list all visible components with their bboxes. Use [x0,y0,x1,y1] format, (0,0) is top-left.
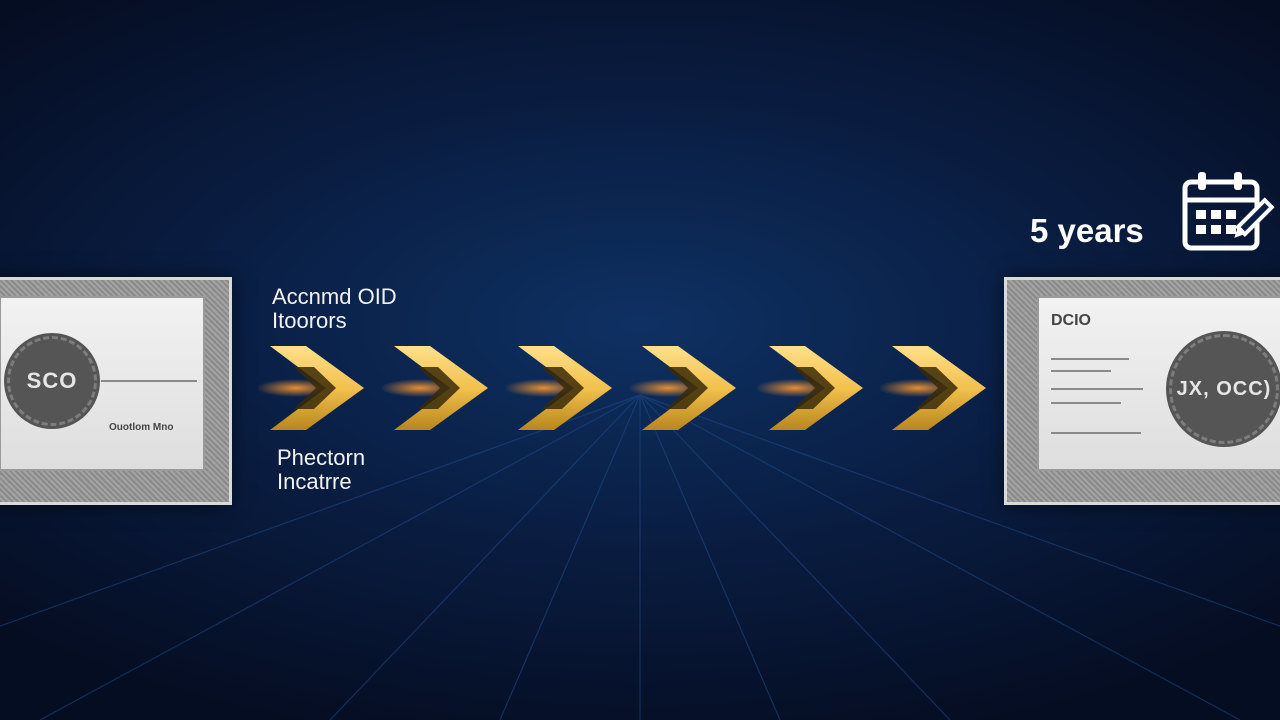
top-label: Accnmd OID Itoorors [272,285,397,333]
bottom-label-line-1: Phectorn [277,445,366,470]
certificate-paper: DCIO JX, OCC) [1037,296,1280,471]
chevron-right-arrow-icon [382,346,488,430]
signature-line [101,380,197,382]
certificate-line [1051,388,1143,390]
certificate-paper: SCO Ouotlom Mno [0,296,205,471]
certificate-line [1051,370,1111,372]
bottom-label-line-2: Incatrre [277,469,352,494]
chevron-right-arrow-icon [630,346,736,430]
top-label-line-2: Itoorors [272,308,347,333]
bottom-label: Phectorn Incatrre [277,446,365,494]
certificate-line [1051,432,1141,434]
result-certificate: DCIO JX, OCC) [1004,277,1280,505]
certificate-seal: SCO [7,336,97,426]
seal-text: SCO [26,368,78,393]
chevron-right-arrow-icon [757,346,863,430]
duration-label: 5 years [1030,212,1144,249]
calendar-edit-icon [1182,172,1275,251]
seal-text: JX, OCC) [1176,377,1272,400]
top-label-line-1: Accnmd OID [272,284,397,309]
chevron-right-arrow-icon [880,346,986,430]
certificate-header-text: DCIO [1051,312,1091,329]
certificate-line-text: Ouotlom Mno [109,422,174,433]
certificate-line [1051,358,1129,360]
chevron-right-arrow-icon [258,346,364,430]
chevron-right-arrow-icon [506,346,612,430]
source-certificate: SCO Ouotlom Mno [0,277,232,505]
certificate-line [1051,402,1121,404]
certificate-seal: JX, OCC) [1169,334,1279,444]
